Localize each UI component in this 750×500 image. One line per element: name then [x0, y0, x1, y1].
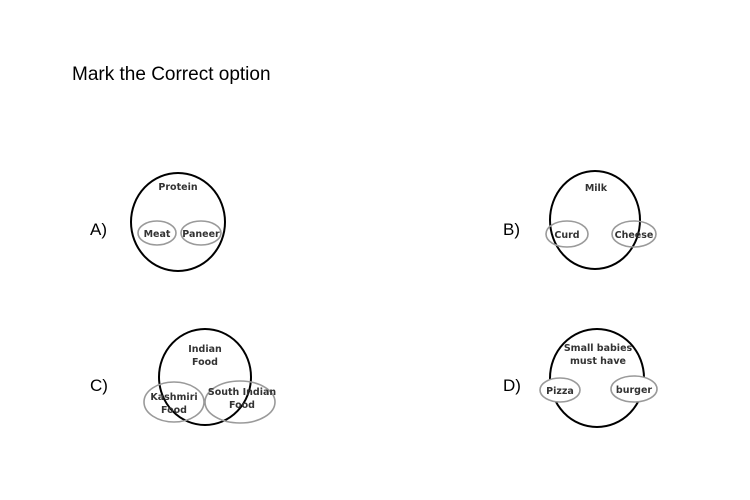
option-d-left-text: Pizza [546, 386, 574, 397]
option-c-outer-circle [158, 328, 252, 426]
option-a-left-text: Meat [144, 229, 171, 240]
option-b-outer-text: Milk [585, 183, 608, 194]
option-a-right-text: Paneer [182, 229, 220, 240]
option-c-outer-text-1: Indian [188, 344, 222, 355]
option-c-label[interactable]: C) [90, 376, 108, 395]
option-a-left-ellipse [137, 220, 177, 246]
option-b-right-ellipse [611, 220, 657, 248]
option-d-right-text: burger [616, 385, 652, 396]
option-c-right-text-1: South Indian [208, 387, 277, 398]
option-b-right-text: Cheese [615, 230, 654, 241]
option-d-label[interactable]: D) [503, 376, 521, 395]
option-d-diagram[interactable]: Small babies must have Pizza burger [539, 328, 658, 428]
option-b-outer-circle [549, 170, 641, 270]
option-a-diagram[interactable]: Protein Meat Paneer [130, 172, 226, 272]
option-c-diagram[interactable]: Indian Food Kashmiri Food South Indian F… [143, 328, 277, 426]
option-c-right-ellipse [204, 380, 276, 424]
option-b-diagram[interactable]: Milk Curd Cheese [545, 170, 657, 270]
option-c-right-text-2: Food [229, 400, 255, 411]
option-a-right-ellipse [180, 220, 222, 246]
question-text: Mark the Correct option [72, 64, 271, 85]
option-b-left-text: Curd [554, 230, 579, 241]
option-d-outer-text-1: Small babies [564, 343, 633, 354]
option-c-left-text-2: Food [161, 405, 187, 416]
option-c-left-text-1: Kashmiri [150, 392, 197, 403]
option-c-left-ellipse [143, 381, 205, 423]
option-c-outer-text-2: Food [192, 357, 218, 368]
option-d-right-ellipse [610, 375, 658, 403]
option-b-left-ellipse [545, 220, 589, 248]
option-a-outer-circle [130, 172, 226, 272]
option-b-label[interactable]: B) [503, 220, 520, 239]
option-a-label[interactable]: A) [90, 220, 107, 239]
option-d-left-ellipse [539, 377, 581, 403]
option-a-outer-text: Protein [158, 182, 197, 193]
option-d-outer-text-2: must have [570, 356, 626, 367]
